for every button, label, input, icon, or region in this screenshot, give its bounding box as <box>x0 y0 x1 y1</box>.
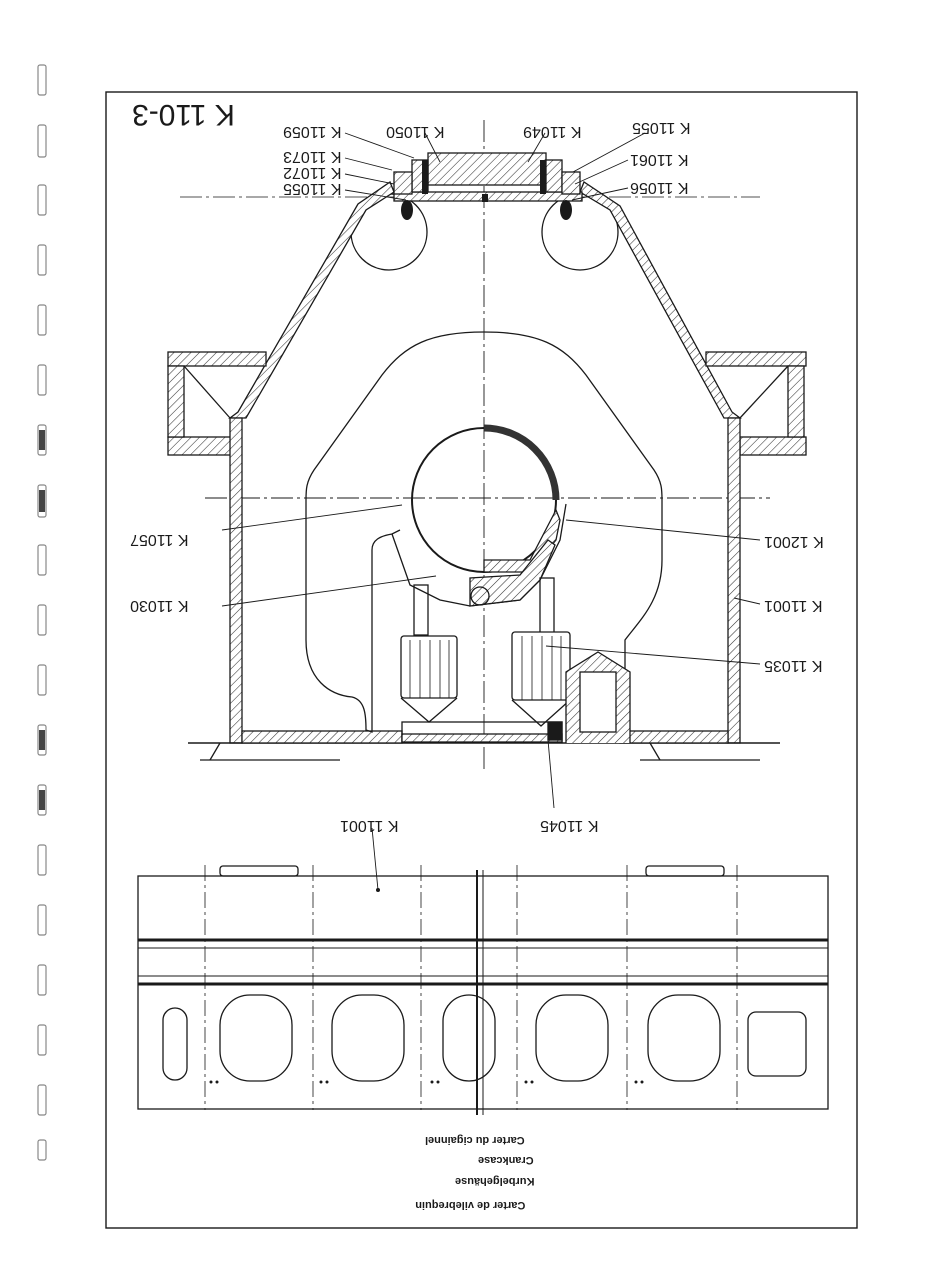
door-5 <box>535 994 609 1082</box>
label-k11055-left: K 11055 <box>283 180 342 197</box>
caption-2: Crankcase <box>478 1154 534 1166</box>
label-k11049: K 11049 <box>523 123 582 140</box>
door-7 <box>747 1011 807 1077</box>
label-k11030: K 11030 <box>130 597 189 614</box>
right-top-cap <box>645 865 725 877</box>
left-flange-bottom <box>167 436 235 456</box>
caption-1: Carter du cigainnel <box>425 1134 525 1146</box>
right-side-wall <box>727 417 741 744</box>
label-k11056: K 11056 <box>630 179 689 196</box>
right-flange-top <box>705 351 807 367</box>
sheet-frame <box>105 91 858 1229</box>
door-6 <box>647 994 721 1082</box>
door-3 <box>331 994 405 1082</box>
label-k11035: K 11035 <box>764 657 823 674</box>
left-hydraulic-jack <box>400 635 458 699</box>
right-hydraulic-jack <box>511 631 571 701</box>
left-stud <box>413 584 429 636</box>
right-stud <box>539 577 555 637</box>
caption-4: Carter de vilebrequin <box>415 1199 525 1211</box>
label-k11001-side: K 11001 <box>764 597 823 614</box>
door-1 <box>162 1007 188 1081</box>
label-k11059: K 11059 <box>283 123 342 140</box>
label-k11073: K 11073 <box>283 148 342 165</box>
top-cap <box>427 152 547 186</box>
door-2 <box>219 994 293 1082</box>
left-top-cap <box>219 865 299 877</box>
label-k11045: K 11045 <box>540 817 599 834</box>
door-4 <box>442 994 496 1082</box>
label-k11072: K 11072 <box>283 164 342 181</box>
left-flange-top <box>167 351 267 367</box>
a-frame-outline <box>305 331 663 733</box>
cross-section <box>167 120 807 770</box>
side-elevation <box>137 865 829 1115</box>
label-k11057: K 11057 <box>130 531 189 548</box>
label-k11050: K 11050 <box>386 123 445 140</box>
label-k11055-top: K 11055 <box>632 119 691 136</box>
caption-3: Kurbelgehäuse <box>455 1175 534 1187</box>
sheet-id: K 110-3 <box>132 98 235 131</box>
label-k11061: K 11061 <box>630 151 689 168</box>
leader-lines <box>221 132 761 891</box>
label-k11001-bottom: K 11001 <box>340 817 399 834</box>
right-hood-wall <box>579 181 742 419</box>
label-k12001: K 12001 <box>764 533 824 550</box>
right-flange-bottom <box>739 436 807 456</box>
scan-edge-marks <box>37 64 47 1161</box>
left-side-wall <box>229 417 243 744</box>
left-hood-wall <box>228 181 395 419</box>
